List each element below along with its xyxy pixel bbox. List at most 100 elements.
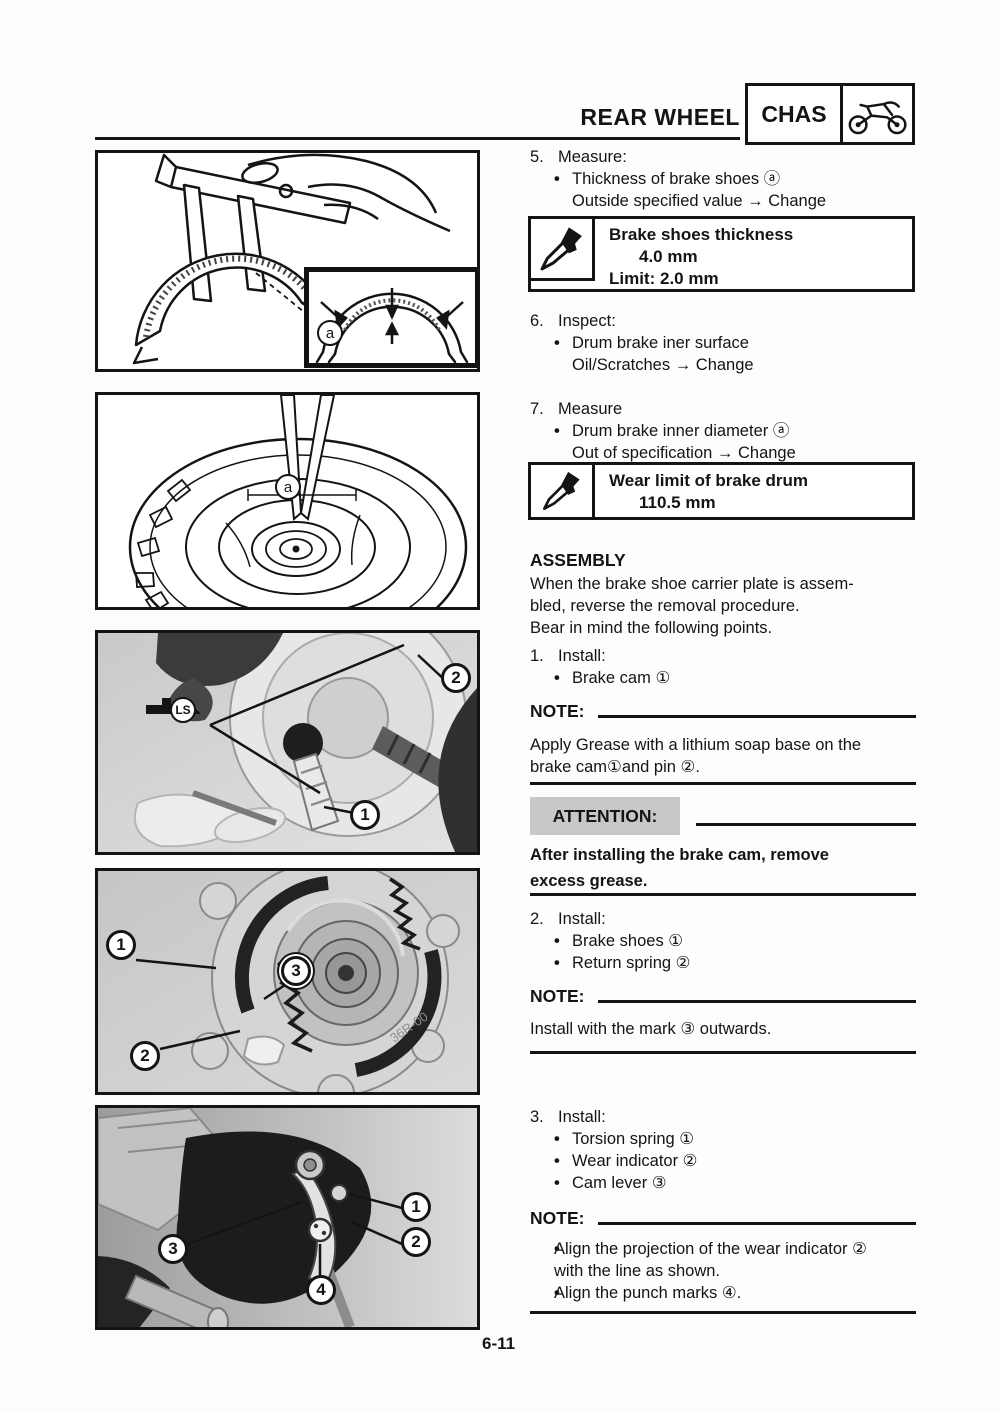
note-text-line: brake cam①and pin ②. [530,758,700,776]
step-2-install: 2. Install: Brake shoes ① Return spring … [530,908,916,974]
figure-cam-lever-alignment: 3 4 1 2 [95,1105,480,1330]
section-rule [530,1051,916,1054]
assembly-section: ASSEMBLY When the brake shoe carrier pla… [530,549,916,639]
step-bullet: Wear indicator ② [530,1150,916,1172]
figure5-photo [98,1108,477,1327]
step-title: Install: [558,647,606,665]
step-bullet: Return spring ② [530,952,916,974]
note-3-header: NOTE: [530,1208,916,1228]
attention-header: ATTENTION: [530,797,916,835]
callout-2: 2 [441,663,471,693]
step-title: Install: [558,1108,606,1126]
spec-title: Wear limit of brake drum [609,471,809,490]
spec-value: 110.5 mm [639,493,716,512]
note-1-header: NOTE: [530,701,916,721]
step-number: 5. [530,148,544,166]
section-rule [530,782,916,785]
callout-a: a [275,474,301,500]
note-text-line: Apply Grease with a lithium soap base on… [530,736,862,754]
step-title: Install: [558,910,606,928]
step-bullet: Cam lever ③ [530,1172,916,1194]
step-bullet: Brake cam ① [530,667,916,689]
callout-1: 1 [106,930,136,960]
callout-1: 1 [350,800,380,830]
callout-2: 2 [401,1227,431,1257]
spec-limit: Limit: 2.0 mm [609,269,719,288]
figure1-inset-drawing [315,288,469,364]
step-6-inspect: 6. Inspect: Drum brake iner surface Oil/… [530,310,916,376]
step-title: Inspect: [558,312,616,330]
callout-1: 1 [401,1192,431,1222]
step-number: 1. [530,647,544,665]
step-title: Measure: [558,148,627,166]
step-bullet: Drum brake inner diameter ⓐ [530,420,916,442]
note-1-body: Apply Grease with a lithium soap base on… [530,734,916,778]
assembly-text-line: When the brake shoe carrier plate is ass… [530,575,854,593]
callout-3: 3 [281,956,311,986]
wrench-icon [531,465,595,517]
step-3-install: 3. Install: Torsion spring ① Wear indica… [530,1106,916,1194]
step-1-install: 1. Install: Brake cam ① [530,645,916,689]
step-result: Outside specified value → Change [572,192,827,210]
note-2-body: Install with the mark ③ outwards. [530,1018,916,1040]
figure-brake-shoe-thickness: a [95,150,480,372]
section-rule [530,1311,916,1314]
step-number: 2. [530,910,544,928]
note-2-header: NOTE: [530,986,916,1006]
figure-brake-cam-install: LS 2 1 [95,630,480,855]
step-number: 3. [530,1108,544,1126]
section-rule [530,893,916,896]
note-bullet: Align the punch marks ④. [530,1282,916,1304]
step-7-measure: 7. Measure Drum brake inner diameter ⓐ O… [530,398,916,464]
attention-text-line: excess grease. [530,872,648,890]
step-bullet: Torsion spring ① [530,1128,916,1150]
note-label: NOTE: [530,701,585,721]
step-number: 6. [530,312,544,330]
attention-label: ATTENTION: [530,797,680,835]
note-text-line: Install with the mark ③ outwards. [530,1020,772,1038]
figure4-photo: 36R-00 [98,871,477,1092]
spec-box-brake-shoe-thickness: Brake shoes thickness 4.0 mm Limit: 2.0 … [528,216,915,292]
figure2-drawing [128,395,468,607]
spec-value: 4.0 mm [639,247,698,266]
spec-box-brake-drum-wear-limit: Wear limit of brake drum 110.5 mm [528,462,915,520]
step-bullet: Thickness of brake shoes ⓐ [530,168,916,190]
figure-drum-inner-diameter: a [95,392,480,610]
attention-body: After installing the brake cam, remove e… [530,842,916,894]
note-label: NOTE: [530,986,585,1006]
callout-4: 4 [306,1275,336,1305]
step-number: 7. [530,400,544,418]
assembly-text-line: bled, reverse the removal procedure. [530,597,800,615]
title-rule [95,137,740,140]
attention-text-line: After installing the brake cam, remove [530,846,829,864]
motorcycle-icon [843,86,912,142]
callout-2: 2 [130,1041,160,1071]
spec-title: Brake shoes thickness [609,225,794,244]
callout-a: a [317,320,343,346]
note-3-body: Align the projection of the wear indicat… [530,1238,916,1304]
note-rule [598,715,916,718]
figure1-inset [304,267,477,368]
wrench-icon [531,219,595,281]
step-title: Measure [558,400,623,418]
page-title: REAR WHEEL [580,104,740,130]
note-rule [598,1000,916,1003]
grease-symbol: LS [170,697,196,723]
assembly-heading: ASSEMBLY [530,550,626,570]
note-rule [598,1222,916,1225]
note-bullet: Align the projection of the wear indicat… [530,1238,916,1282]
step-result: Oil/Scratches → Change [572,356,754,374]
step-bullet: Brake shoes ① [530,930,916,952]
callout-3: 3 [158,1234,188,1264]
chapter-tab: CHAS [745,83,915,145]
figure3-photo [98,633,477,852]
step-result: Out of specification → Change [572,444,796,462]
page-number: 6-11 [482,1334,516,1353]
step-5-measure: 5. Measure: Thickness of brake shoes ⓐ O… [530,146,916,212]
step-bullet: Drum brake iner surface [530,332,916,354]
figure-brake-shoes-springs: 36R-00 1 3 2 [95,868,480,1095]
attention-rule [696,823,916,826]
note-label: NOTE: [530,1208,585,1228]
chapter-code: CHAS [748,86,843,142]
